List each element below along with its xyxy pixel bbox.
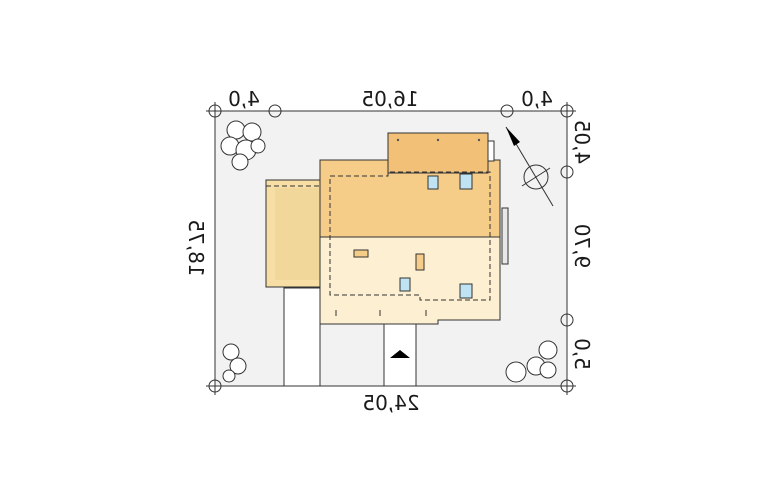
- dim-right-bottom: 5,0: [570, 338, 594, 370]
- dimension-labels: 4,0 16,05 4,0 24,05 18,75 4,05 9,70 5,0: [184, 87, 594, 415]
- north-arrow-icon: [505, 126, 554, 207]
- tree-icon: [505, 340, 558, 383]
- dim-top-middle: 16,05: [361, 87, 418, 111]
- balcony: [501, 207, 509, 265]
- dim-left: 18,75: [184, 219, 208, 276]
- dim-right-top: 4,05: [570, 120, 594, 165]
- tree-icon: [222, 343, 247, 383]
- dim-bottom: 24,05: [362, 391, 419, 415]
- tree-icon: [220, 120, 266, 171]
- dim-top-left: 4,0: [228, 87, 260, 111]
- skylights: [399, 173, 473, 299]
- dim-top-right: 4,0: [521, 87, 553, 111]
- chimney: [487, 140, 495, 162]
- dim-right-middle: 9,70: [570, 224, 594, 269]
- entrance-arrow-icon: [390, 350, 410, 358]
- wall-outline: [329, 171, 491, 301]
- dimension-lines: [206, 102, 576, 395]
- roof-vents: [353, 249, 425, 271]
